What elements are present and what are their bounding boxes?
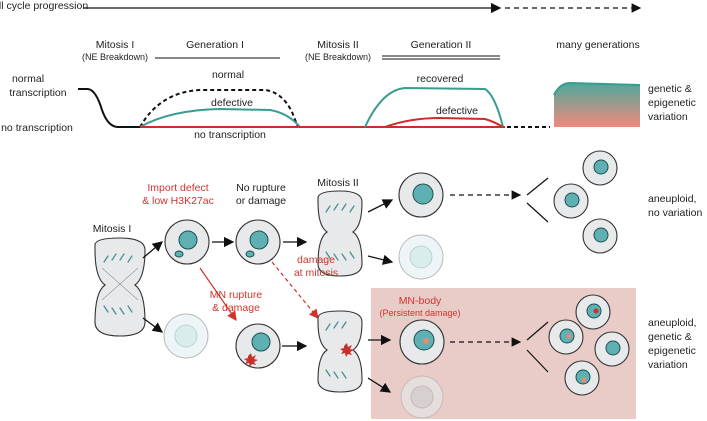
variation-top-edge (553, 81, 641, 96)
outcome-genetic: genetic & (648, 83, 692, 95)
variation-gradient (554, 83, 640, 127)
axis-no-transcription: no transcription (1, 122, 73, 134)
mitosis1-cell (94, 237, 146, 337)
outcome-top-line1: aneuploid, (648, 193, 696, 205)
axis-transcription: transcription (9, 87, 66, 99)
arrow-mn-rupture (199, 267, 237, 321)
damage-mitosis-label2: at mitosis (294, 267, 338, 279)
arrow-m2top-down (367, 254, 394, 265)
phase-mitosis1-sub: (NE Breakdown) (82, 52, 148, 62)
curve-normal (139, 89, 299, 128)
outcome-top-line2: no variation (648, 207, 702, 219)
mn-rupture-label1: MN rupture (210, 289, 263, 301)
phase-many-generations: many generations (556, 39, 639, 51)
outcome-bot-line4: variation (648, 359, 688, 371)
curve-mitosis1-drop (78, 88, 140, 128)
axis-normal: normal (12, 73, 44, 85)
mn-rupture-label2: & damage (212, 302, 260, 314)
faint-cell-panel (400, 375, 444, 419)
curve-defective2 (384, 116, 504, 128)
arrow-m1-up (142, 241, 163, 259)
arrow-m1-down (142, 317, 164, 333)
outcome-bot-line1: aneuploid, (648, 317, 696, 329)
arrow-m2top-up (367, 199, 394, 213)
cell-with-mn (164, 219, 210, 265)
mitosis2-label: Mitosis II (317, 177, 358, 189)
branch-bot-b (526, 349, 549, 373)
curve-recovered-label: recovered (417, 73, 464, 85)
phase-generation1: Generation I (186, 39, 244, 51)
gen2-cell-top (398, 172, 444, 218)
damage-mitosis-label1: damage (297, 254, 335, 266)
phase-generation2: Generation II (411, 39, 472, 51)
outcome-epigenetic: epigenetic (648, 97, 696, 109)
import-defect-label2: & low H3K27ac (142, 195, 214, 207)
outcome-variation: variation (648, 111, 688, 123)
gen2-cell-faint (398, 234, 444, 280)
no-rupture-label1: No rupture (236, 182, 286, 194)
curve-defective-label: defective (211, 97, 253, 109)
branch-top-a (526, 177, 549, 196)
mitosis2-top-cell (317, 190, 363, 277)
curve-recovered (364, 86, 504, 128)
mitosis1-label: Mitosis I (93, 223, 132, 235)
mn-body-cell (399, 319, 445, 365)
outcome-bot-line3: epigenetic (648, 345, 696, 357)
curve-defective (139, 107, 301, 128)
no-rupture-label2: or damage (236, 195, 286, 207)
mitosis2-bottom-cell (317, 310, 363, 393)
progression-label-line1: cell cycle progression (0, 0, 88, 12)
many-cells-bottom (548, 294, 630, 396)
faint-daughter-cell (163, 313, 209, 359)
many-cells-top (553, 150, 618, 254)
curve-none-label: no transcription (194, 129, 266, 141)
arrow-m2bot-down (367, 377, 392, 393)
outcome-bot-line2: genetic & (648, 331, 692, 343)
branch-top-b (526, 202, 549, 223)
import-defect-label1: Import defect (147, 182, 208, 194)
arrow-damage-at-mitosis (271, 261, 319, 319)
branch-bot-a (526, 321, 549, 341)
curve-defective2-label: defective (436, 105, 478, 117)
phase-mitosis2-title: Mitosis II (317, 39, 358, 51)
phase-mitosis1-title: Mitosis I (96, 39, 135, 51)
mn-body-label: MN-body (399, 295, 442, 307)
curve-normal-label: normal (212, 69, 244, 81)
cell-mn-damaged (235, 323, 281, 369)
persistent-damage-label: (Persistent damage) (379, 308, 460, 318)
phase-mitosis2-sub: (NE Breakdown) (305, 52, 371, 62)
cell-no-rupture (235, 219, 281, 265)
